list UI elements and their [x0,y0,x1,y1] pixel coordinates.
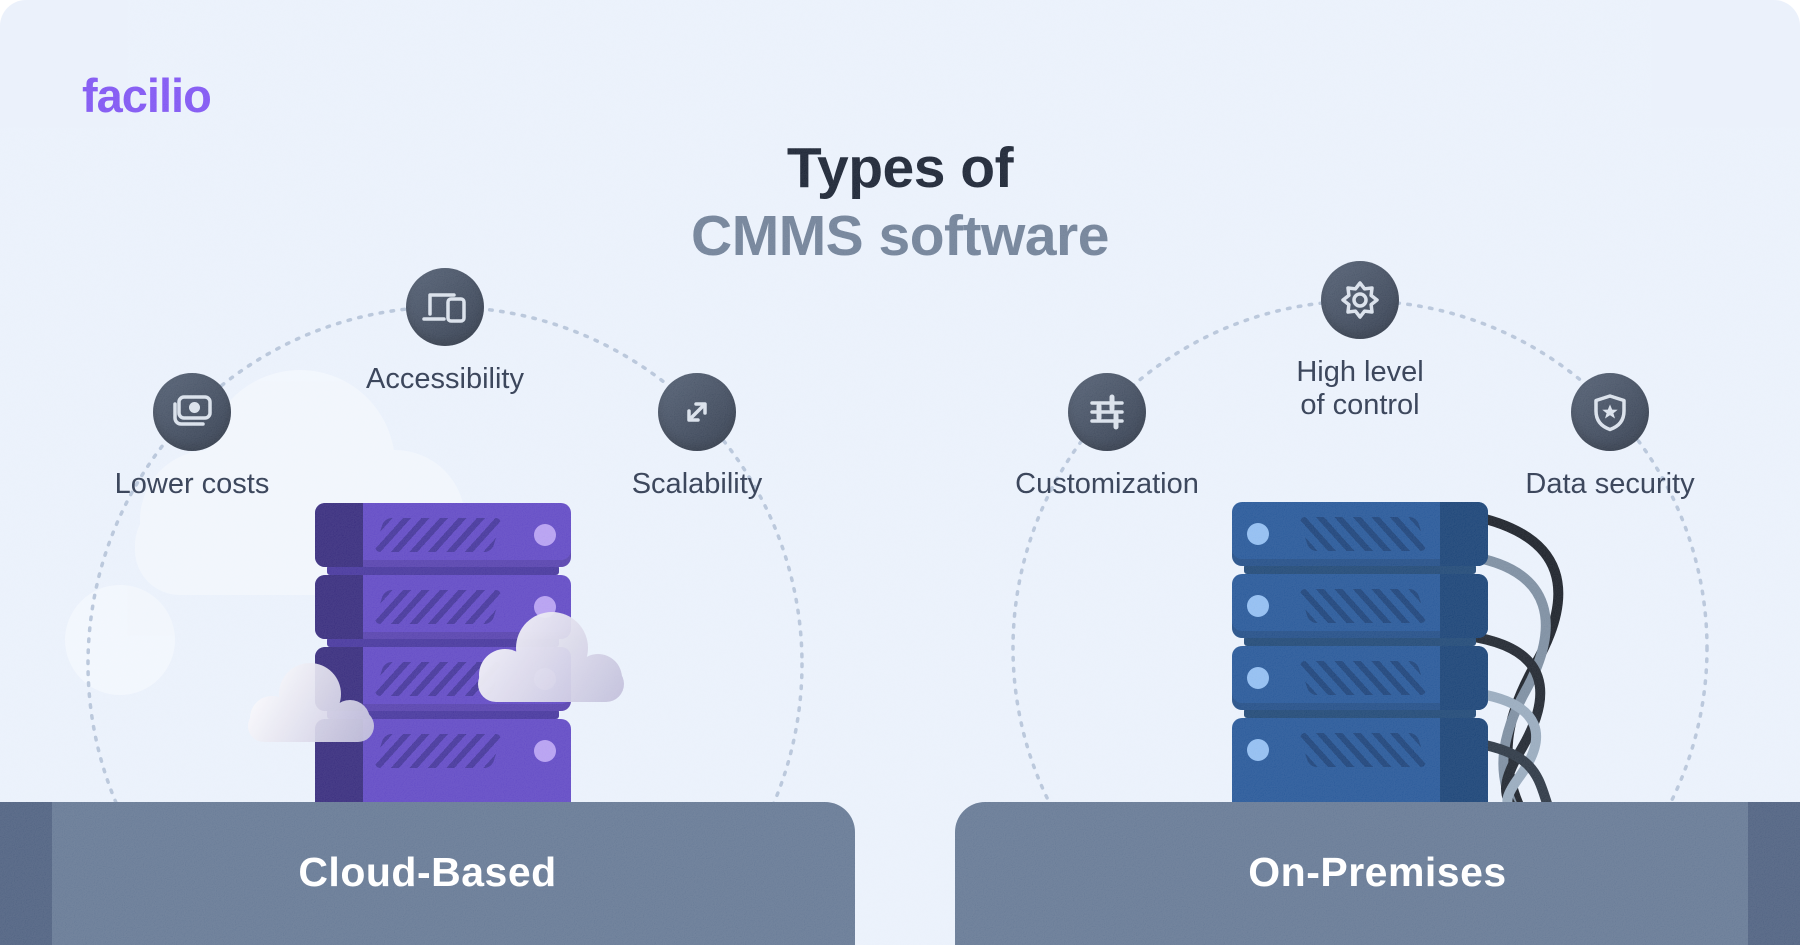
feature-label: Lower costs [114,468,270,500]
icon-circle [153,373,231,451]
server-unit [1232,646,1488,710]
panel-side-face [0,802,52,945]
money-icon [173,395,212,426]
onprem-panel: On-Premises [955,802,1800,945]
gear-icon [1341,281,1379,319]
feature-scalability: Scalability [527,373,867,501]
server-vent [373,590,503,624]
icon-circle [658,373,736,451]
shield-star-icon [1594,394,1626,432]
title-line2: CMMS software [691,204,1109,268]
feature-label-line1: High level [1296,356,1424,388]
page-title: Types of CMMS software [0,134,1800,270]
panel-side-face [1748,802,1800,945]
server-led [1247,739,1269,761]
icon-circle [1571,373,1649,451]
server-side-strip [315,575,363,639]
server-vent [1298,517,1428,551]
server-side-strip [1440,646,1488,710]
server-side-strip [1440,502,1488,566]
server-vent [373,734,503,768]
feature-label: High level of control [1296,356,1423,422]
server-led [534,668,556,690]
feature-label: Accessibility [366,363,524,395]
onprem-panel-label: On-Premises [1248,849,1507,895]
server-vent [373,662,503,696]
brand-logo: facilio [82,69,212,122]
server-led [1247,667,1269,689]
server-unit [315,647,571,711]
sliders-icon [1090,394,1124,430]
feature-label: Customization [1015,468,1199,500]
server-led [1247,595,1269,617]
server-unit [315,575,571,639]
server-vent [1298,733,1428,767]
feature-data-security: Data security [1440,373,1780,501]
server-vent [1298,661,1428,695]
icon-circle [1068,373,1146,451]
cloud-panel: Cloud-Based [0,802,855,945]
expand-arrows-icon [687,402,707,422]
server-led [1247,523,1269,545]
server-vent [1298,589,1428,623]
server-unit [315,503,571,567]
icon-circle [406,268,484,346]
feature-label: Data security [1525,468,1695,500]
devices-icon [422,293,466,323]
server-side-strip [315,647,363,711]
cloud-panel-label: Cloud-Based [298,849,557,895]
server-led [534,596,556,618]
server-side-strip [315,503,363,567]
server-vent [373,518,503,552]
server-side-strip [1440,574,1488,638]
title-line1: Types of [786,136,1014,200]
server-unit [1232,502,1488,566]
feature-label-line2: of control [1300,389,1420,421]
server-unit [1232,574,1488,638]
server-led [534,524,556,546]
feature-label: Scalability [631,468,763,500]
server-led [534,740,556,762]
icon-circle [1321,261,1399,339]
